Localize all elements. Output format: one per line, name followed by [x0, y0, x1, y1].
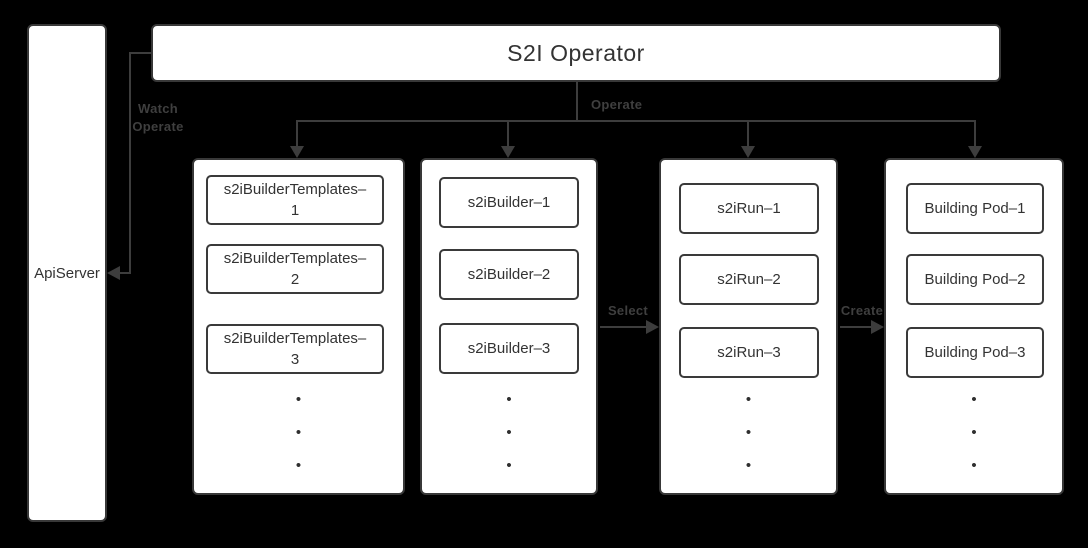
operate-drop-line	[507, 120, 509, 147]
column-s2i-runs: s2iRun–1 s2iRun–2 s2iRun–3 • • •	[659, 158, 838, 495]
ellipsis-dot: •	[295, 457, 302, 474]
node-label: s2iBuilder–2	[467, 266, 551, 283]
arrow-right-icon	[646, 320, 659, 334]
s2i-run-node: s2iRun–3	[679, 327, 819, 378]
node-label: s2iBuilder–3	[467, 340, 551, 357]
arrow-down-icon	[290, 146, 304, 158]
watch-edge-line	[117, 272, 131, 274]
arrow-left-icon	[107, 266, 120, 280]
node-label: s2iRun–2	[717, 271, 781, 288]
node-label: s2iBuilderTemplates–	[223, 250, 367, 267]
watch-edge-line	[129, 52, 131, 273]
arrow-right-icon	[871, 320, 884, 334]
watch-operate-edge-label: Watch Operate	[126, 100, 190, 136]
node-label: s2iBuilder–1	[467, 194, 551, 211]
watch-label-line2: Operate	[132, 119, 184, 134]
node-label: s2iBuilderTemplates–	[223, 181, 367, 198]
arrow-down-icon	[501, 146, 515, 158]
operate-drop-line	[974, 120, 976, 147]
arrow-down-icon	[968, 146, 982, 158]
node-label: s2iRun–3	[717, 344, 781, 361]
s2i-run-node: s2iRun–1	[679, 183, 819, 234]
operate-drop-line	[747, 120, 749, 147]
column-s2i-builders: s2iBuilder–1 s2iBuilder–2 s2iBuilder–3 •…	[420, 158, 598, 495]
column-building-pods: Building Pod–1 Building Pod–2 Building P…	[884, 158, 1064, 495]
s2i-builder-template-node: s2iBuilderTemplates– 2	[206, 244, 384, 294]
s2i-builder-node: s2iBuilder–3	[439, 323, 579, 374]
ellipsis-dot: •	[295, 391, 302, 408]
node-label: s2iBuilderTemplates–	[223, 330, 367, 347]
watch-label-line1: Watch	[137, 101, 179, 116]
building-pod-node: Building Pod–1	[906, 183, 1044, 234]
node-label: 1	[290, 202, 300, 219]
s2i-operator-node: S2I Operator	[151, 24, 1001, 82]
s2i-builder-template-node: s2iBuilderTemplates– 3	[206, 324, 384, 374]
node-label: s2iRun–1	[717, 200, 781, 217]
node-label: Building Pod–3	[924, 344, 1026, 361]
create-edge-label: Create	[840, 303, 884, 318]
ellipsis-dot: •	[506, 391, 512, 408]
building-pod-node: Building Pod–2	[906, 254, 1044, 305]
operate-edge-label: Operate	[591, 97, 643, 112]
ellipsis-dot: •	[295, 424, 302, 441]
ellipsis-dot: •	[506, 457, 512, 474]
node-label: 3	[290, 351, 300, 368]
node-label: Building Pod–2	[924, 271, 1026, 288]
select-edge-line	[600, 326, 646, 328]
ellipsis-dot: •	[745, 424, 752, 441]
ellipsis-dot: •	[506, 424, 512, 441]
operate-edge-line	[576, 82, 578, 122]
s2i-builder-node: s2iBuilder–2	[439, 249, 579, 300]
create-edge-line	[840, 326, 872, 328]
node-label: 2	[290, 271, 300, 288]
ellipsis-dot: •	[971, 391, 977, 408]
node-label: Building Pod–1	[924, 200, 1026, 217]
ellipsis-dot: •	[971, 424, 977, 441]
arrow-down-icon	[741, 146, 755, 158]
select-edge-label: Select	[607, 303, 649, 318]
s2i-builder-template-node: s2iBuilderTemplates– 1	[206, 175, 384, 225]
column-s2i-builder-templates: s2iBuilderTemplates– 1 s2iBuilderTemplat…	[192, 158, 405, 495]
building-pod-node: Building Pod–3	[906, 327, 1044, 378]
operate-drop-line	[296, 120, 298, 147]
ellipsis-dot: •	[971, 457, 977, 474]
api-server-node: ApiServer	[27, 24, 107, 522]
s2i-run-node: s2iRun–2	[679, 254, 819, 305]
operate-distribution-line	[296, 120, 976, 122]
ellipsis-dot: •	[745, 457, 752, 474]
ellipsis-dot: •	[745, 391, 752, 408]
s2i-builder-node: s2iBuilder–1	[439, 177, 579, 228]
watch-edge-line	[129, 52, 151, 54]
